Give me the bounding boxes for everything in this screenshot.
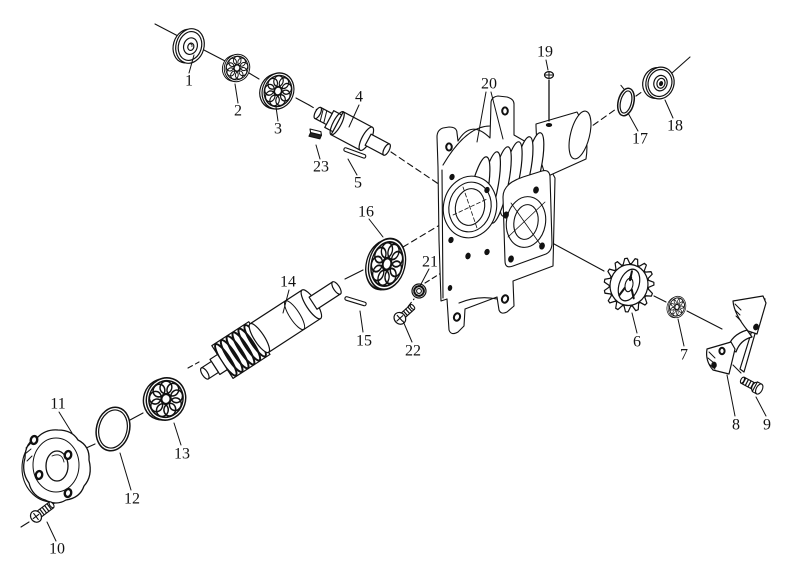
gear-teeth [603, 257, 655, 313]
callout-14: 14 [280, 274, 296, 291]
callout-4: 4 [355, 89, 363, 106]
housing-top-arc [442, 125, 491, 166]
leader-line-13 [173, 422, 182, 446]
part-23-key [308, 128, 323, 140]
housing-cylinder [535, 110, 592, 178]
part-13-bearing [137, 371, 192, 427]
callout-2: 2 [234, 103, 242, 120]
part-3-bearing [254, 67, 300, 115]
housing-front-flange [502, 170, 553, 268]
callout-17: 17 [632, 131, 648, 148]
callout-12: 12 [124, 491, 140, 508]
leader-line-20 [490, 91, 504, 140]
ear-bolt-hole [501, 106, 509, 116]
leader-line-20 [476, 91, 487, 143]
callout-5: 5 [354, 175, 362, 192]
callout-leader-lines [46, 54, 767, 542]
part-15-pin [344, 296, 367, 307]
leader-line-18 [664, 99, 674, 119]
part-1-washer [172, 28, 205, 64]
leader-line-15 [359, 310, 364, 333]
foot-bolt-hole [452, 312, 462, 322]
callout-7: 7 [680, 347, 688, 364]
part-20-housing [436, 95, 592, 335]
callout-10: 10 [49, 541, 65, 558]
part-11-end-cover [21, 429, 91, 504]
leader-line-19 [545, 59, 549, 71]
leader-line-8 [726, 374, 736, 417]
callout-6: 6 [633, 334, 641, 351]
part-7-bearing [664, 293, 689, 321]
callout-18: 18 [667, 118, 683, 135]
leader-line-5 [347, 158, 358, 176]
leader-line-6 [631, 312, 638, 334]
tapped-hole [447, 285, 453, 291]
part-21-lock-washer [411, 283, 427, 299]
leader-line-9 [755, 396, 767, 417]
part-4-input-shaft [313, 106, 391, 156]
leader-line-4 [348, 104, 360, 128]
leader-line-17 [627, 112, 639, 132]
part-14-worm-shaft [199, 281, 342, 380]
callout-15: 15 [356, 333, 372, 350]
callout-1: 1 [185, 73, 193, 90]
part-12-o-ring [95, 406, 131, 452]
part-19-screw [543, 70, 555, 127]
callout-20: 20 [481, 76, 497, 93]
leader-line-16 [368, 218, 384, 238]
leader-line-3 [275, 106, 279, 122]
leader-line-1 [188, 54, 195, 74]
housing-input-bore [442, 173, 498, 256]
callout-23: 23 [313, 159, 329, 176]
part-17-snap-ring [616, 84, 636, 117]
foot-bolt-hole [500, 294, 510, 304]
callout-3: 3 [274, 121, 282, 138]
callout-13: 13 [174, 446, 190, 463]
leader-line-14 [282, 289, 290, 314]
callout-21: 21 [422, 254, 438, 271]
part-22-screw [393, 303, 416, 325]
ear-bolt-hole [445, 142, 453, 152]
callout-11: 11 [50, 396, 65, 413]
part-6-gear [603, 257, 655, 313]
leader-line-21 [419, 268, 430, 287]
part-2-bearing [218, 49, 255, 87]
part-8-bracket [706, 295, 767, 375]
callout-19: 19 [537, 44, 553, 61]
callout-8: 8 [732, 417, 740, 434]
leader-line-11 [58, 411, 73, 434]
leader-line-23 [315, 144, 321, 160]
callout-22: 22 [405, 343, 421, 360]
leader-line-10 [46, 521, 57, 542]
callout-16: 16 [358, 204, 374, 221]
leader-line-22 [402, 320, 413, 343]
part-5-pin [343, 147, 367, 159]
part-18-bearing-cap [642, 66, 675, 100]
worm-threads [214, 324, 267, 377]
part-9-bolt [739, 376, 764, 395]
leader-line-7 [677, 318, 685, 347]
leader-line-2 [234, 83, 239, 104]
leader-line-12 [119, 452, 132, 491]
part-16-bearing [359, 233, 412, 296]
part-10-bolt [29, 501, 55, 523]
callout-9: 9 [763, 417, 771, 434]
tapped-hole [465, 252, 471, 260]
